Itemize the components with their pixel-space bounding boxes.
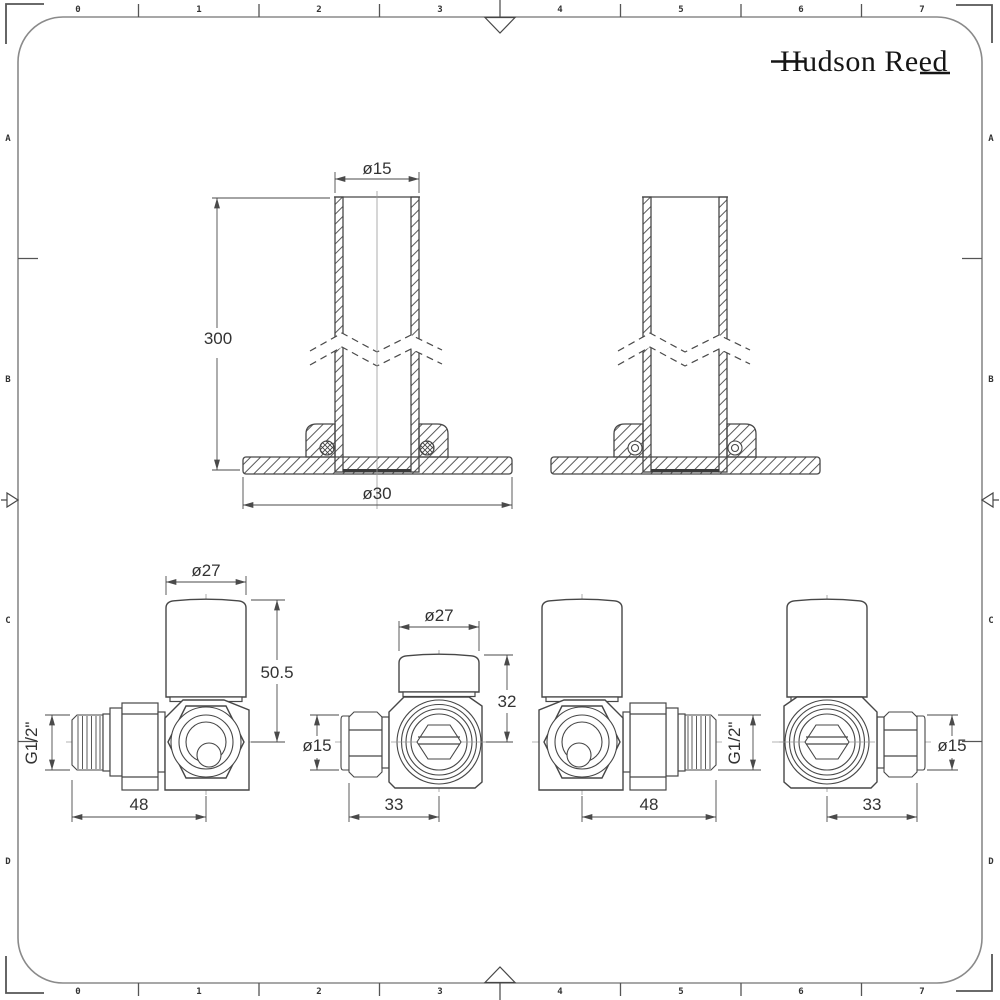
ruler-label: 1: [196, 987, 201, 997]
corner-valve-front-view-left: ø27 32 ø15 33: [302, 606, 516, 822]
svg-text:48: 48: [640, 795, 659, 814]
svg-text:ø30: ø30: [362, 484, 391, 503]
pipe-section-drawing-right: [550, 196, 821, 475]
center-marker-bottom: [483, 966, 517, 984]
corner-mark-bottom-right: [956, 954, 993, 992]
corner-valve-side-view-left: ø27 50.5 G1/2" 48: [22, 561, 294, 822]
svg-text:33: 33: [385, 795, 404, 814]
brand-name: Hudson Reed: [780, 45, 948, 78]
ruler-label: 4: [557, 987, 563, 997]
ruler-label: 1: [196, 5, 201, 15]
corner-valve-front-view-right: ø15 33: [771, 595, 967, 822]
svg-text:ø15: ø15: [362, 159, 391, 178]
ruler-label: A: [988, 134, 994, 144]
corner-mark-top-right: [956, 4, 993, 43]
ruler-label: A: [5, 134, 11, 144]
ruler-label: 3: [437, 987, 442, 997]
dimension-depth: 33: [826, 783, 918, 822]
dimension-thread: G1/2": [22, 714, 70, 771]
ruler-label: C: [5, 616, 10, 626]
ruler-label: B: [988, 375, 994, 385]
dimension-head-diameter: ø27: [398, 606, 480, 651]
dimension-pipe-diameter-top: ø15: [334, 159, 420, 193]
right-ruler: A B C D: [962, 134, 999, 867]
ruler-label: D: [988, 857, 994, 867]
ruler-label: 2: [316, 5, 321, 15]
svg-text:G1/2": G1/2": [725, 722, 744, 765]
ruler-label: 0: [75, 987, 80, 997]
hudson-reed-logo: Hudson Reed: [771, 45, 950, 78]
o-ring-seal: [319, 440, 335, 456]
dimension-depth: 48: [581, 780, 717, 822]
ruler-label: 4: [557, 5, 563, 15]
ruler-label: B: [5, 375, 11, 385]
ruler-label: C: [988, 616, 993, 626]
svg-text:300: 300: [204, 329, 232, 348]
left-ruler: A B C D: [1, 134, 38, 867]
svg-text:ø15: ø15: [302, 736, 331, 755]
dimension-height: 50.5: [251, 599, 294, 743]
ruler-label: 5: [678, 5, 683, 15]
sheet-frame: [5, 3, 993, 994]
bottom-ruler: 0 1 2 3 4 5 6 7: [75, 966, 925, 1000]
svg-text:33: 33: [863, 795, 882, 814]
ruler-label: 0: [75, 5, 80, 15]
corner-valve-side-view-right: G1/2" 48: [532, 594, 761, 822]
svg-text:32: 32: [498, 692, 517, 711]
svg-text:ø27: ø27: [191, 561, 220, 580]
corner-mark-top-left: [5, 3, 44, 44]
svg-text:G1/2": G1/2": [22, 722, 41, 765]
dimension-depth: 48: [71, 780, 207, 822]
dimension-pipe-length: 300: [204, 197, 330, 471]
center-marker-top: [483, 16, 517, 34]
dimension-height: 32: [484, 654, 517, 743]
dimension-pipe-diameter: ø15: [302, 714, 339, 771]
ruler-label: 5: [678, 987, 683, 997]
dimension-depth: 33: [348, 783, 440, 822]
top-ruler: 0 1 2 3 4 5 6 7: [75, 0, 925, 34]
dimension-thread: G1/2": [718, 714, 761, 771]
ruler-label: 2: [316, 987, 321, 997]
svg-text:ø27: ø27: [424, 606, 453, 625]
pipe-section-drawing-left: ø15 300 ø30: [204, 159, 513, 509]
ruler-label: 7: [919, 987, 924, 997]
corner-mark-bottom-left: [5, 956, 44, 994]
ruler-label: 7: [919, 5, 924, 15]
ruler-label: D: [5, 857, 11, 867]
center-marker-right: [980, 491, 994, 509]
dimension-pipe-diameter: ø15: [927, 714, 967, 771]
center-marker-left: [6, 491, 20, 509]
svg-text:50.5: 50.5: [260, 663, 293, 682]
o-ring-seal: [419, 440, 435, 456]
o-ring-seal: [730, 443, 740, 453]
dimension-base-diameter: ø30: [242, 477, 513, 509]
dimension-head-diameter: ø27: [165, 561, 247, 595]
ruler-label: 6: [798, 987, 803, 997]
o-ring-seal: [630, 443, 640, 453]
svg-text:ø15: ø15: [937, 736, 966, 755]
ruler-label: 3: [437, 5, 442, 15]
svg-text:48: 48: [130, 795, 149, 814]
ruler-label: 6: [798, 5, 803, 15]
